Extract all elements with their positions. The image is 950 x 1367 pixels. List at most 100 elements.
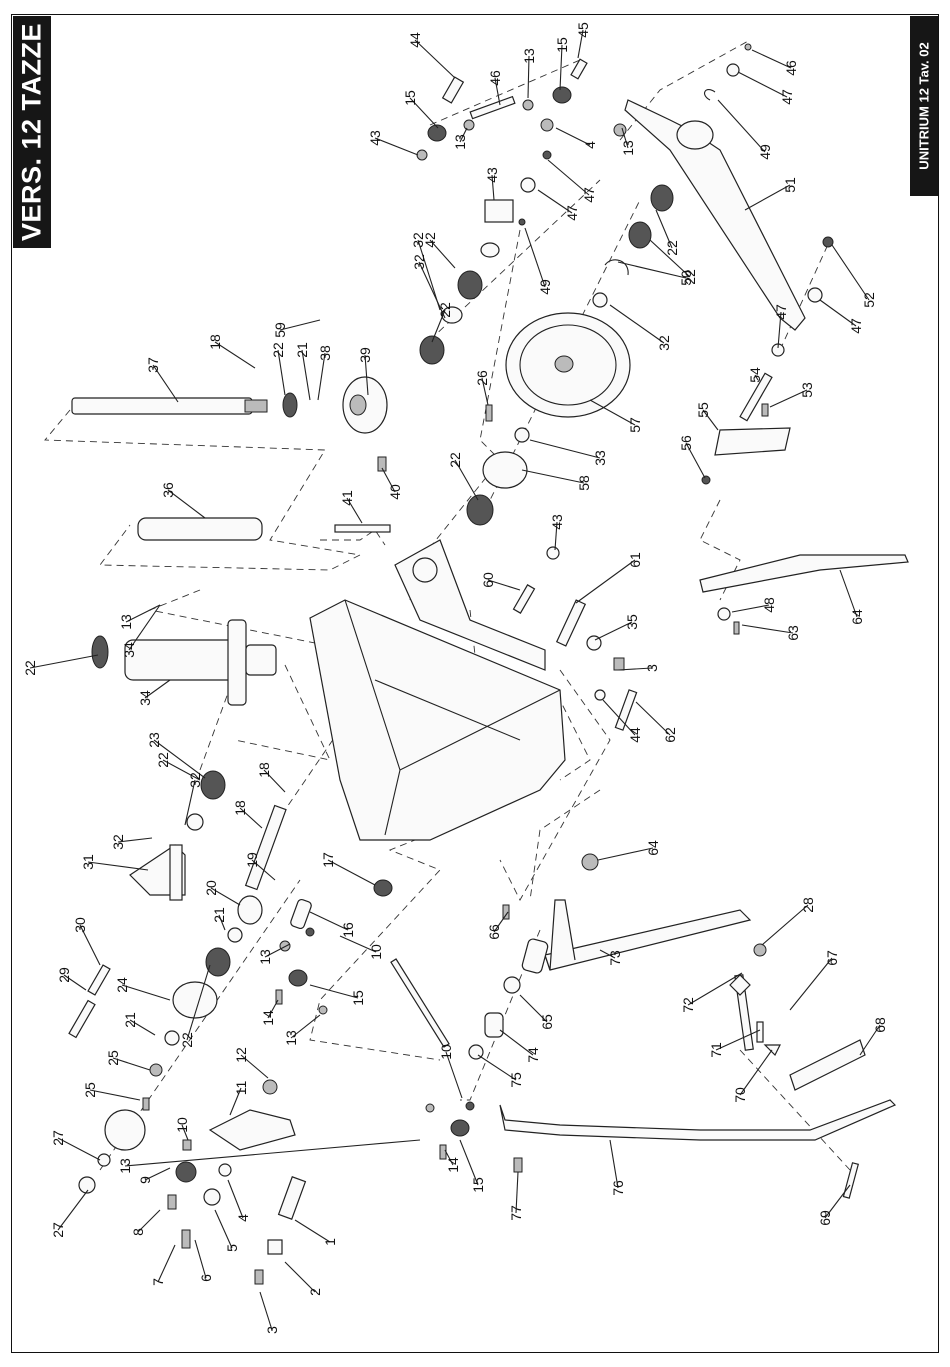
leader-line <box>277 349 286 396</box>
part-number-callout: 10 <box>438 1044 454 1060</box>
leader-line <box>284 1261 316 1293</box>
leader-line <box>741 624 794 634</box>
part-number-callout: 15 <box>402 90 418 106</box>
part-number-callout: 37 <box>145 357 161 373</box>
leader-line <box>831 244 870 301</box>
part-number-callout: 49 <box>537 279 553 295</box>
leader-line <box>731 604 770 613</box>
plate-63 <box>699 554 909 593</box>
frame-72 <box>468 853 752 1060</box>
part-number-callout: 8 <box>130 1228 146 1236</box>
part-number-callout: 53 <box>799 382 815 398</box>
part-number-callout: 50 <box>678 270 694 286</box>
main-frame-58 <box>309 539 566 841</box>
part-number-callout: 43 <box>484 167 500 183</box>
part-number-callout: 13 <box>283 1030 299 1046</box>
leader-line <box>491 174 495 201</box>
shaft-36 <box>71 397 268 415</box>
leader-line <box>279 319 321 331</box>
leader-line <box>494 77 501 106</box>
leader-line <box>57 1189 89 1231</box>
leader-line <box>617 261 687 279</box>
part-number-callout: 5 <box>224 1244 240 1252</box>
part-number-callout: 10 <box>368 944 384 960</box>
leader-line <box>89 1089 141 1101</box>
leader-line <box>240 1054 269 1079</box>
leader-line <box>339 935 377 953</box>
part-number-callout: 4 <box>235 1214 251 1222</box>
leader-line <box>414 39 456 79</box>
leader-line <box>537 189 573 214</box>
leader-line <box>577 29 584 59</box>
leader-line <box>575 559 636 604</box>
part-number-callout: 13 <box>521 48 537 64</box>
part-number-callout: 64 <box>849 609 865 625</box>
part-number-callout: 30 <box>72 917 88 933</box>
part-number-callout: 39 <box>357 347 373 363</box>
rear-pivot-group <box>729 943 866 1199</box>
part-number-callout: 22 <box>682 269 698 285</box>
leader-line <box>555 127 591 146</box>
assembly-lines <box>44 39 851 1171</box>
leader-line <box>327 859 376 886</box>
leader-line <box>157 1244 176 1283</box>
part-number-callout: 14 <box>260 1010 276 1026</box>
part-number-callout: 13 <box>257 949 273 965</box>
leader-line <box>499 1029 534 1056</box>
part-number-callout: 72 <box>680 997 696 1013</box>
part-number-callout: 35 <box>624 614 640 630</box>
leader-line <box>301 349 311 401</box>
leader-line <box>381 467 396 493</box>
leader-line <box>152 364 179 403</box>
leader-line <box>739 1049 773 1096</box>
part-number-callout: 2 <box>307 1288 323 1296</box>
part-number-callout: 15 <box>350 990 366 1006</box>
leader-line <box>374 137 419 156</box>
part-number-callout: 63 <box>785 625 801 641</box>
part-number-callout: 66 <box>486 924 502 940</box>
leader-line <box>218 914 226 931</box>
leader-line <box>824 1184 851 1219</box>
leader-line <box>181 1124 189 1141</box>
leader-line <box>431 309 446 343</box>
leader-line <box>227 1179 244 1219</box>
leader-line <box>317 352 326 401</box>
leader-line <box>769 389 808 408</box>
part-number-callout: 13 <box>117 1158 133 1174</box>
part-number-callout: 32 <box>187 772 203 788</box>
leader-line <box>409 97 439 129</box>
part-number-callout: 68 <box>872 1017 888 1033</box>
part-number-callout: 60 <box>480 572 496 588</box>
part-number-callout: 44 <box>627 727 643 743</box>
part-number-callout: 43 <box>367 130 383 146</box>
leader-line <box>559 44 563 91</box>
leader-line <box>493 911 509 933</box>
leader-line <box>194 1239 207 1279</box>
part-number-callout: 18 <box>232 800 248 816</box>
leader-line <box>167 489 206 519</box>
leader-line <box>819 299 857 327</box>
part-number-callout: 22 <box>664 240 680 256</box>
part-number-callout: 77 <box>508 1205 524 1221</box>
part-number-callout: 52 <box>861 292 877 308</box>
part-number-callout: 27 <box>50 1222 66 1238</box>
leader-line <box>309 911 349 931</box>
part-number-callout: 34 <box>137 690 153 706</box>
part-number-callout: 4 <box>582 141 598 149</box>
part-number-callout: 13 <box>452 134 468 150</box>
bracket-54-group <box>701 343 791 485</box>
leader-line <box>309 984 359 999</box>
leader-line <box>751 49 792 69</box>
leader-line <box>621 127 629 149</box>
part-number-callout: 47 <box>779 89 795 105</box>
version-title-box: VERS. 12 TAZZE <box>13 16 51 248</box>
part-number-callout: 27 <box>50 1130 66 1146</box>
leader-line <box>144 679 171 699</box>
leader-line <box>153 739 206 779</box>
leader-line <box>649 239 691 278</box>
part-number-callout: 47 <box>564 205 580 221</box>
leader-line <box>263 769 286 793</box>
part-number-callout: 25 <box>105 1050 121 1066</box>
part-number-callout: 22 <box>447 452 463 468</box>
